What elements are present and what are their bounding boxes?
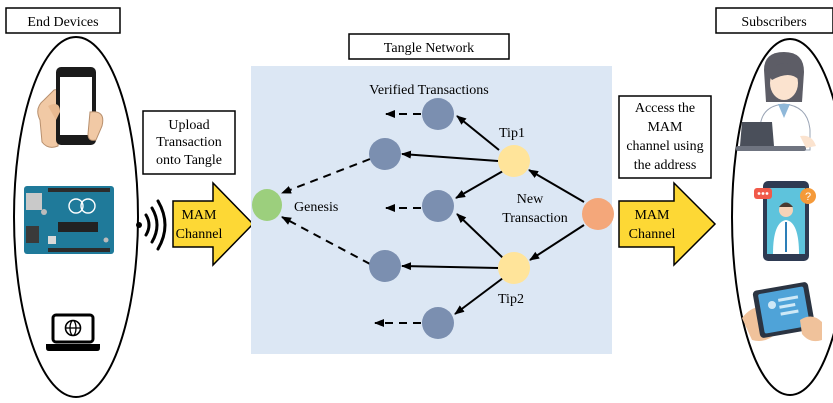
laptop-icon (46, 313, 100, 351)
edge-tip1-to-v3 (455, 170, 504, 199)
new-transaction-line-2: Transaction (502, 211, 568, 226)
svg-text:?: ? (805, 191, 811, 203)
mam-right-line-1: MAM (634, 208, 670, 223)
access-text-box (618, 95, 712, 179)
genesis-node (252, 189, 282, 221)
access-line-2: MAM (647, 120, 683, 135)
edge-v2-to-genesis (281, 158, 371, 194)
smartphone-icon (37, 67, 104, 148)
verified-node-2 (369, 138, 401, 170)
tip2-label: Tip2 (498, 292, 524, 307)
edge-tip1-to-v2 (401, 150, 499, 162)
upload-line-2: Transaction (156, 135, 222, 150)
tip1-node (498, 145, 530, 177)
access-line-1: Access the (635, 101, 695, 116)
mam-channel-arrow-left (172, 181, 255, 267)
mam-left-line-2: Channel (176, 227, 223, 242)
verified-transactions-label: Verified Transactions (369, 83, 488, 98)
tangle-network-title: Tangle Network (384, 41, 474, 56)
tangle-network-title-box (348, 33, 510, 60)
mam-left-line-1: MAM (181, 208, 217, 223)
subscribers-ellipse (731, 38, 833, 396)
end-devices-title: End Devices (27, 15, 98, 30)
edge-new-to-tip2 (529, 224, 585, 261)
end-devices-title-box (5, 7, 121, 34)
tangle-edges (281, 110, 585, 327)
verified-node-3 (422, 190, 454, 222)
access-line-3: channel using (626, 139, 703, 154)
upload-line-1: Upload (168, 118, 209, 133)
tip2-node (498, 252, 530, 284)
verified-node-5 (422, 307, 454, 339)
edge-tip2-to-v4 (401, 262, 499, 271)
telemedicine-phone-icon: ? (754, 181, 816, 261)
new-transaction-node (582, 198, 614, 230)
subscribers-title: Subscribers (741, 15, 806, 30)
tablet-health-icon (742, 282, 822, 342)
new-transaction-line-1: New (517, 192, 544, 207)
tip1-label: Tip1 (499, 126, 525, 141)
subscribers-title-box (715, 7, 833, 34)
edge-tip2-to-v5 (454, 277, 504, 315)
upload-text-box (142, 110, 236, 175)
wireless-signal-icon (136, 199, 167, 251)
arduino-board-icon (24, 186, 114, 254)
end-devices-ellipse (13, 36, 139, 398)
edge-tip1-to-v1 (456, 115, 500, 151)
upload-line-3: onto Tangle (156, 153, 222, 168)
edge-v4-to-genesis (281, 216, 371, 265)
mam-right-line-2: Channel (629, 227, 676, 242)
genesis-label: Genesis (294, 200, 338, 215)
access-line-4: the address (634, 158, 697, 173)
mam-channel-arrow-right (618, 181, 717, 267)
verified-node-4 (369, 250, 401, 282)
doctor-laptop-icon (736, 52, 816, 151)
verified-node-1 (422, 98, 454, 130)
edge-tip2-to-v3 (456, 213, 504, 259)
edge-new-to-tip1 (528, 169, 585, 203)
